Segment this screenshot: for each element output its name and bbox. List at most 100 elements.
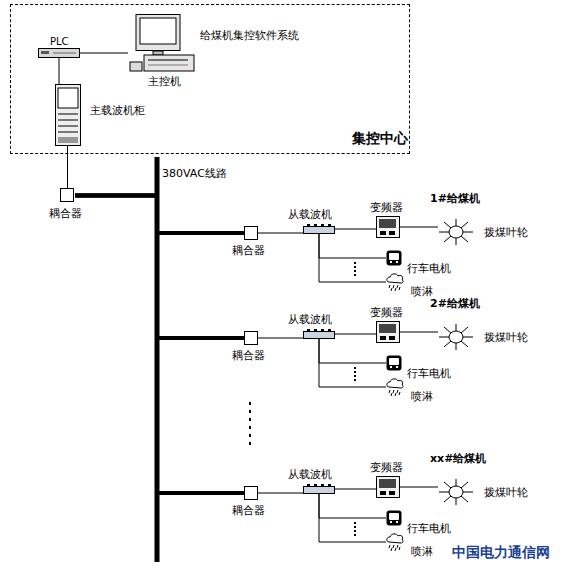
connector <box>319 234 386 282</box>
motor-node: 行车电机 <box>386 250 402 266</box>
inverter-icon <box>376 321 400 343</box>
connector <box>335 489 376 490</box>
coupler-node: 耦合器 <box>60 188 75 203</box>
connector <box>319 339 386 387</box>
connector <box>319 234 386 258</box>
connector <box>335 229 376 230</box>
impeller-node: 拨煤叶轮 <box>438 323 474 351</box>
connector <box>80 53 128 54</box>
connector <box>400 332 438 333</box>
inverter-node: 变频器 <box>376 216 400 238</box>
slave-node: 从载波机 <box>303 484 335 494</box>
motor-node: 行车电机 <box>386 355 402 371</box>
node-label: 主载波机柜 <box>90 104 145 117</box>
node-label: PLC <box>50 35 69 48</box>
slave-node: 从载波机 <box>303 224 335 234</box>
watermark: 中国电力通信网 <box>452 546 550 559</box>
impeller-icon <box>438 478 474 506</box>
branch-dots <box>354 262 356 536</box>
coupler-icon <box>244 226 258 240</box>
node-label: 变频器 <box>370 461 403 474</box>
node-label: 变频器 <box>370 306 403 319</box>
plc-node: PLC <box>38 48 80 58</box>
motor-icon <box>386 355 402 371</box>
node-label: 主控机 <box>148 75 181 88</box>
coupler-node: 耦合器 <box>244 486 258 500</box>
coupler-node: 耦合器 <box>244 226 258 240</box>
node-label: 给煤机集控软件系统 <box>200 29 299 42</box>
inverter-icon <box>376 216 400 238</box>
node-label: 耦合器 <box>232 244 265 257</box>
node-label: 集控中心 <box>352 132 408 145</box>
node-label: 喷淋 <box>411 285 433 298</box>
connector <box>75 196 244 494</box>
coupler-icon <box>244 331 258 345</box>
connector <box>319 494 386 518</box>
connector <box>59 58 60 84</box>
node-label: 耦合器 <box>232 504 265 517</box>
connector <box>258 338 303 339</box>
spray-node: 喷淋 <box>386 273 404 291</box>
connector <box>67 146 68 188</box>
spray-node: 喷淋 <box>386 378 404 396</box>
feeder-title: xx#给煤机 <box>430 452 486 465</box>
ellipsis-dots <box>249 402 251 445</box>
impeller-icon <box>438 323 474 351</box>
coupler-node: 耦合器 <box>244 331 258 345</box>
node-label: 拨煤叶轮 <box>484 331 528 344</box>
coupler-icon <box>60 188 75 203</box>
connector <box>319 494 386 542</box>
coupler-icon <box>244 486 258 500</box>
connector <box>258 493 303 494</box>
inverter-node: 变频器 <box>376 476 400 498</box>
node-label: 喷淋 <box>411 390 433 403</box>
cabinet-node: 主载波机柜 <box>55 84 81 146</box>
node-label: 从载波机 <box>288 208 332 221</box>
spray-icon <box>386 533 404 551</box>
feeder-title: 1#给煤机 <box>430 192 480 205</box>
slave-icon <box>303 329 335 339</box>
slave-icon <box>303 484 335 494</box>
node-label: 喷淋 <box>411 545 433 558</box>
slave-node: 从载波机 <box>303 329 335 339</box>
node-label: 耦合器 <box>49 207 82 220</box>
node-label: 从载波机 <box>288 313 332 326</box>
impeller-node: 拨煤叶轮 <box>438 478 474 506</box>
impeller-icon <box>438 218 474 246</box>
connector <box>75 196 244 234</box>
node-label: 拨煤叶轮 <box>484 486 528 499</box>
connector <box>319 339 386 363</box>
motor-icon <box>386 250 402 266</box>
feeder-title: 2#给煤机 <box>430 297 480 310</box>
node-label: 变频器 <box>370 201 403 214</box>
connector <box>335 334 376 335</box>
node-label: 行车电机 <box>407 262 451 275</box>
connector <box>400 487 438 488</box>
computer-node: 给煤机集控软件系统主控机 <box>128 14 196 72</box>
motor-icon <box>386 510 402 526</box>
spray-icon <box>386 378 404 396</box>
cabinet-icon <box>55 84 81 146</box>
control-center-frame: 集控中心PLC给煤机集控软件系统主控机主载波机柜 <box>10 4 410 154</box>
connector <box>75 196 244 339</box>
inverter-node: 变频器 <box>376 321 400 343</box>
spray-icon <box>386 273 404 291</box>
inverter-icon <box>376 476 400 498</box>
spray-node: 喷淋 <box>386 533 404 551</box>
node-label: 行车电机 <box>407 367 451 380</box>
node-label: 从载波机 <box>288 468 332 481</box>
computer-icon <box>128 14 196 72</box>
node-label: 行车电机 <box>407 522 451 535</box>
motor-node: 行车电机 <box>386 510 402 526</box>
node-label: 耦合器 <box>232 349 265 362</box>
line-label: 380VAC线路 <box>162 167 227 180</box>
slave-icon <box>303 224 335 234</box>
connector <box>258 233 303 234</box>
impeller-node: 拨煤叶轮 <box>438 218 474 246</box>
plc-icon <box>38 48 80 58</box>
connector <box>400 227 438 228</box>
node-label: 拨煤叶轮 <box>484 226 528 239</box>
